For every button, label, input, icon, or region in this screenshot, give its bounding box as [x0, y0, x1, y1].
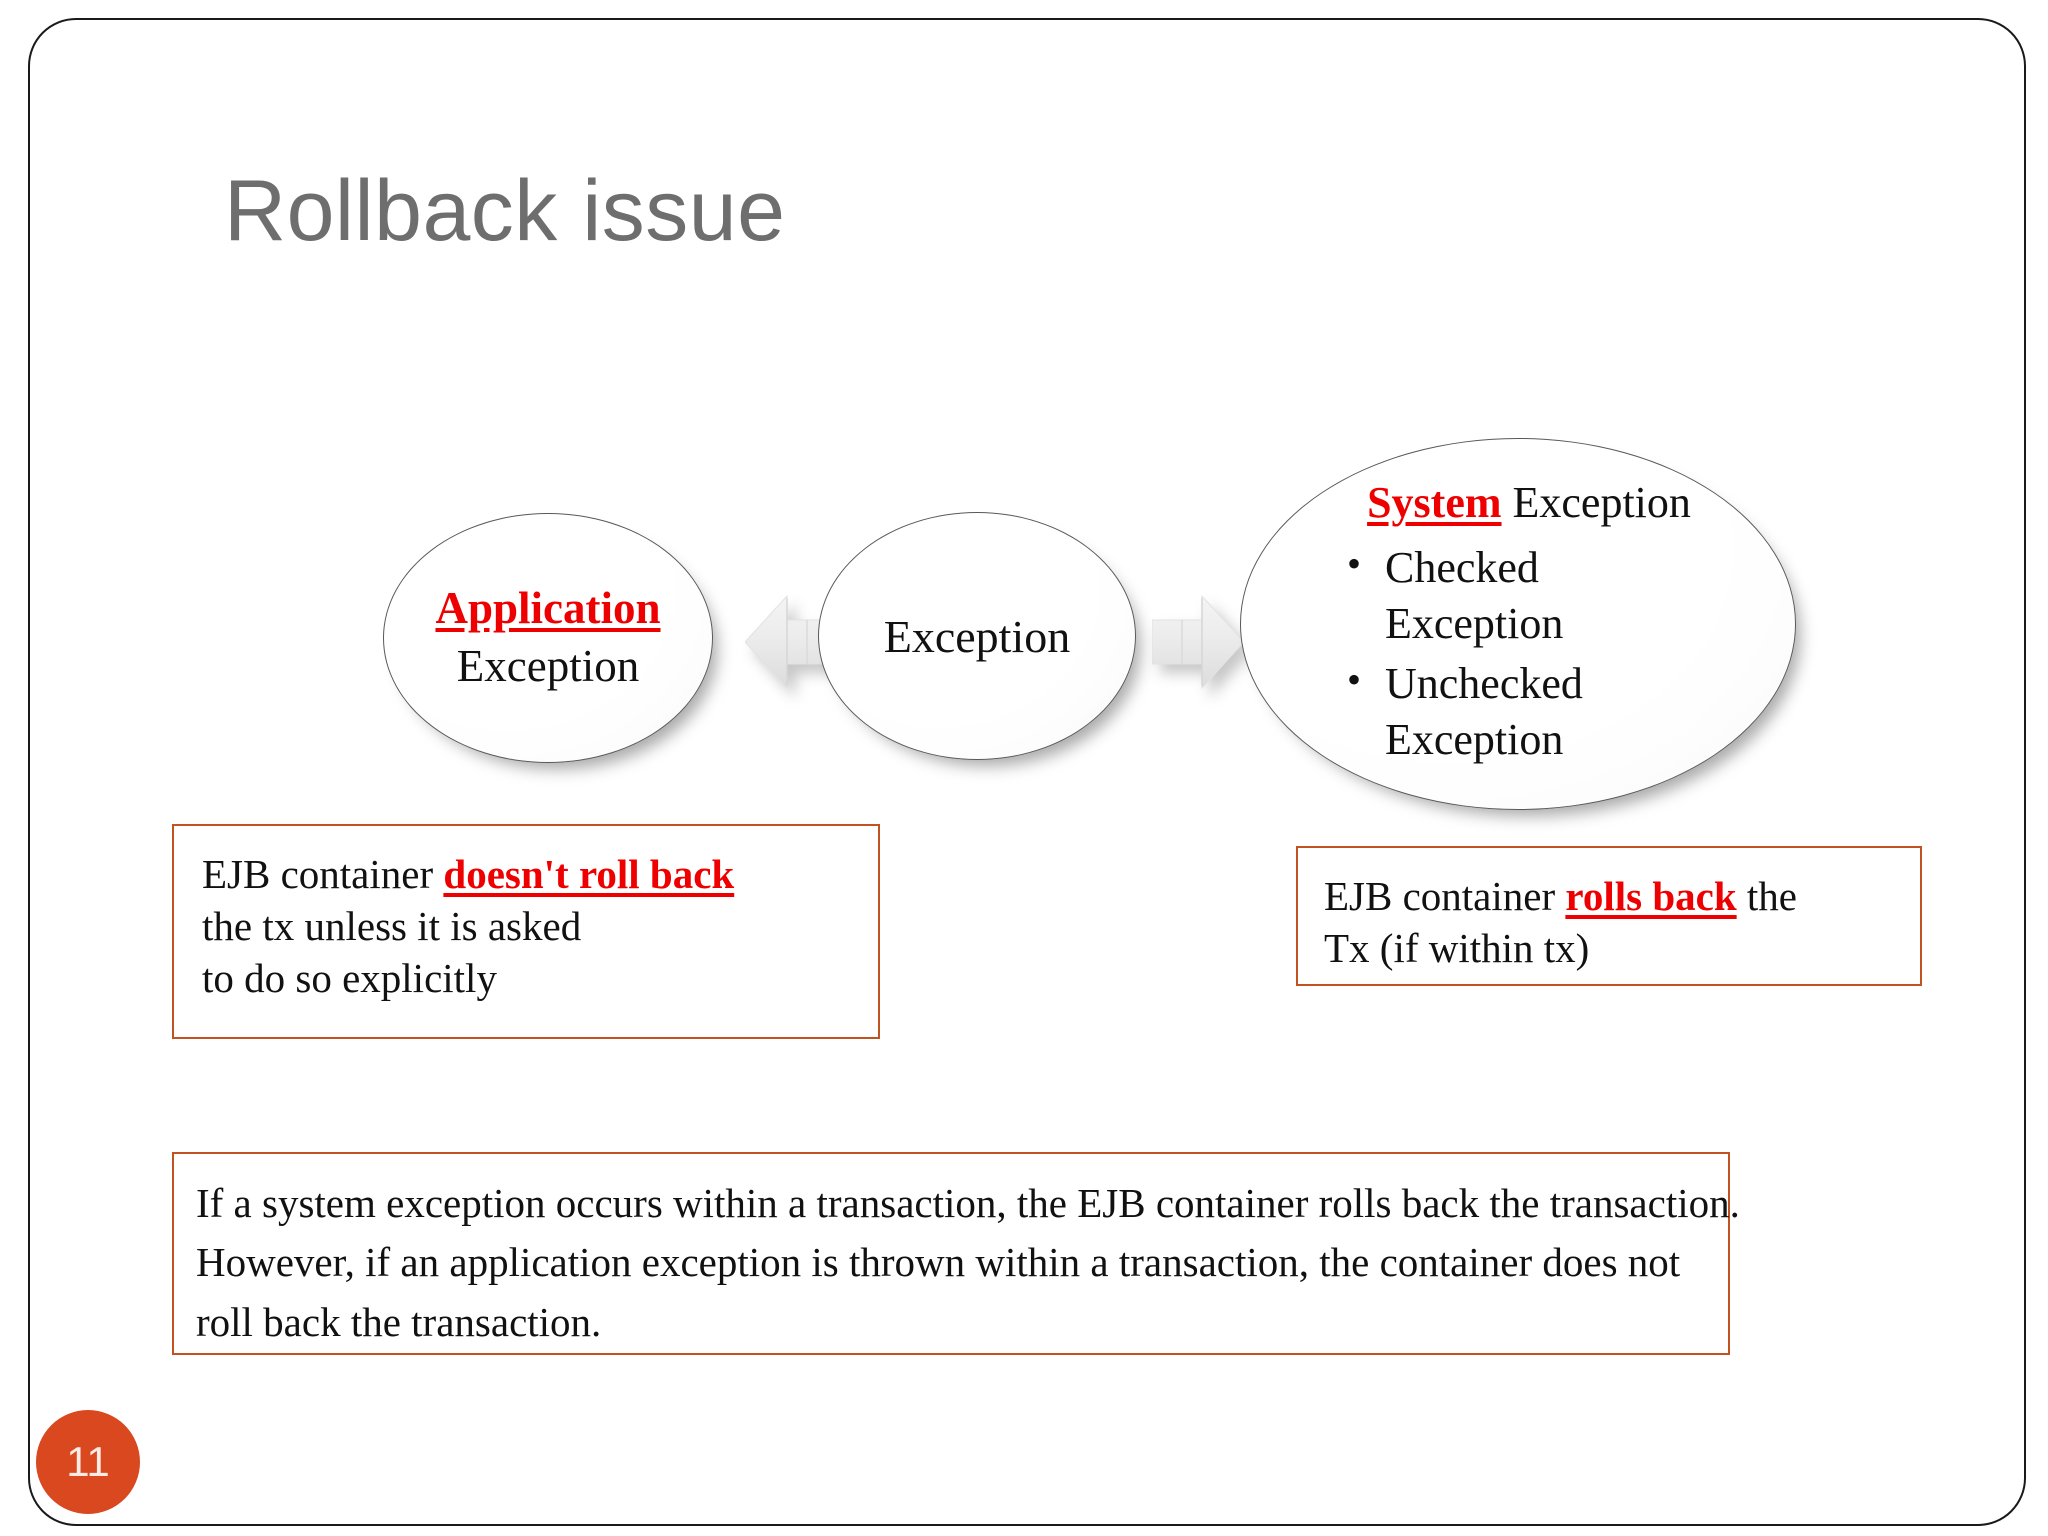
node-system-exception[interactable]: System Exception Checked Exception Unche…: [1240, 438, 1796, 810]
callout-left-prefix: EJB container: [202, 851, 444, 897]
node-application-exception[interactable]: Application Exception: [383, 513, 713, 763]
callout-left-line-3: to do so explicitly: [202, 955, 497, 1002]
callout-right-suffix: the: [1736, 873, 1797, 919]
callout-bottom-line-1: If a system exception occurs within a tr…: [196, 1180, 1740, 1226]
callout-bottom-line-2: However, if an application exception is …: [196, 1239, 1681, 1286]
callout-right-prefix: EJB container: [1324, 873, 1566, 919]
callout-left-line-2: the tx unless it is asked: [202, 903, 582, 950]
application-label: Exception: [456, 641, 640, 691]
callout-right-line-2: Tx (if within tx): [1324, 925, 1590, 972]
list-item: Unchecked Exception: [1347, 654, 1725, 769]
callout-right: EJB container rolls back the Tx (if with…: [1296, 846, 1922, 986]
list-item: Checked Exception: [1347, 538, 1725, 653]
callout-right-line-1: EJB container rolls back the: [1324, 870, 1920, 922]
right-block-arrow-icon: [1151, 590, 1245, 694]
left-block-arrow-icon: [744, 590, 838, 694]
callout-right-highlight: rolls back: [1565, 873, 1737, 919]
page-number-label: 11: [66, 1438, 110, 1485]
node-exception-label: Exception: [883, 610, 1071, 662]
callout-left-line-1: EJB container doesn't roll back: [202, 848, 878, 900]
page-title: Rollback issue: [224, 163, 786, 259]
callout-bottom-line-3: roll back the transaction.: [196, 1298, 602, 1345]
system-highlight: System: [1367, 478, 1502, 528]
node-exception[interactable]: Exception: [818, 512, 1136, 760]
system-exception-heading: System Exception: [1333, 475, 1725, 531]
callout-left: EJB container doesn't roll back the tx u…: [172, 824, 880, 1039]
system-exception-bullet-list: Checked Exception Unchecked Exception: [1333, 538, 1725, 769]
callout-left-highlight: doesn't roll back: [443, 851, 735, 897]
system-exception-label: Exception: [1501, 478, 1691, 528]
callout-bottom: If a system exception occurs within a tr…: [172, 1152, 1740, 1355]
application-highlight: Application: [435, 583, 661, 634]
node-system-exception-text: System Exception Checked Exception Unche…: [1325, 475, 1733, 773]
page-number-badge: 11: [36, 1410, 140, 1514]
node-application-exception-text: Application Exception: [427, 580, 668, 695]
